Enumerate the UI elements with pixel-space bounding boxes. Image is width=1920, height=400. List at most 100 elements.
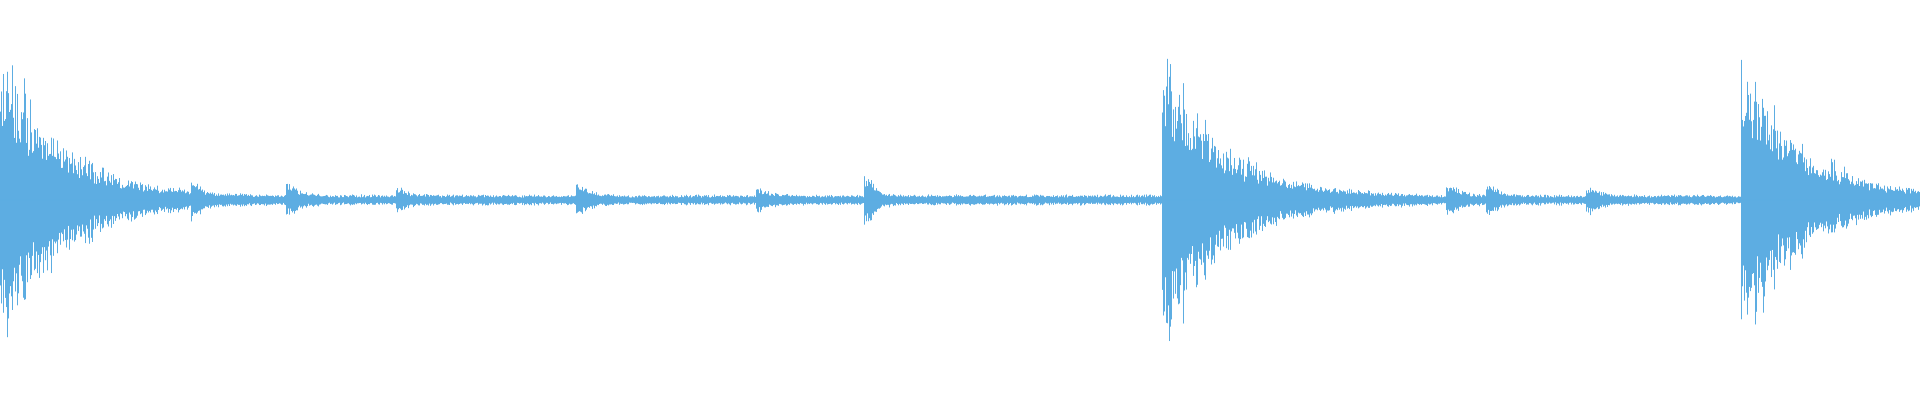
waveform-sample xyxy=(1233,168,1234,229)
waveform-sample xyxy=(1,91,2,304)
waveform-sample xyxy=(1758,104,1759,293)
waveform-sample xyxy=(293,186,294,211)
waveform-sample xyxy=(1768,140,1769,266)
waveform-sample xyxy=(57,140,58,254)
waveform-sample xyxy=(121,188,122,215)
waveform-sample xyxy=(134,184,135,220)
waveform-sample xyxy=(1216,167,1217,235)
waveform-sample xyxy=(1207,140,1208,256)
waveform-sample xyxy=(6,91,7,308)
waveform-sample xyxy=(1899,186,1900,212)
waveform-sample xyxy=(1206,134,1207,251)
waveform-sample xyxy=(153,189,154,213)
waveform-sample xyxy=(15,86,16,292)
waveform-sample xyxy=(31,132,32,276)
waveform-sample xyxy=(1199,137,1200,259)
waveform-sample xyxy=(102,167,103,229)
waveform-sample xyxy=(1866,183,1867,220)
waveform-sample xyxy=(1341,190,1342,212)
waveform-sample xyxy=(1176,128,1177,269)
waveform-sample xyxy=(1787,156,1788,238)
waveform-sample xyxy=(1887,186,1888,212)
waveform-sample xyxy=(1750,93,1751,292)
waveform-sample xyxy=(1189,149,1190,254)
waveform-sample xyxy=(87,176,88,229)
waveform-sample xyxy=(1746,112,1747,293)
waveform-sample xyxy=(52,155,53,240)
waveform-sample xyxy=(161,191,162,211)
waveform-sample xyxy=(1827,179,1828,227)
waveform-sample xyxy=(66,150,67,248)
waveform-sample xyxy=(1803,162,1804,240)
waveform-sample xyxy=(1178,106,1179,305)
waveform-sample xyxy=(68,172,69,226)
waveform-sample xyxy=(1190,138,1191,264)
waveform-sample xyxy=(1870,183,1871,216)
waveform-sample xyxy=(1893,190,1894,212)
waveform-sample xyxy=(98,178,99,224)
waveform-sample xyxy=(1790,140,1791,270)
waveform-sample xyxy=(8,93,9,319)
waveform-sample xyxy=(581,190,582,213)
waveform-sample xyxy=(110,182,111,220)
waveform-sample xyxy=(1809,166,1810,236)
waveform-sample xyxy=(1742,119,1743,287)
waveform-sample xyxy=(1343,190,1344,212)
waveform-sample xyxy=(72,152,73,241)
waveform-sample xyxy=(1307,183,1308,215)
waveform-sample xyxy=(1215,146,1216,245)
waveform-sample xyxy=(1789,150,1790,238)
waveform-sample xyxy=(1181,123,1182,258)
waveform-sample xyxy=(1848,179,1849,224)
waveform-sample xyxy=(1251,165,1252,238)
waveform-sample xyxy=(156,189,157,213)
waveform-sample xyxy=(1313,189,1314,209)
waveform-sample xyxy=(127,185,128,219)
waveform-sample xyxy=(1186,113,1187,290)
waveform-sample xyxy=(116,179,117,219)
waveform-sample xyxy=(7,71,8,338)
waveform-sample xyxy=(76,170,77,235)
waveform-sample xyxy=(1776,148,1777,260)
waveform-sample xyxy=(1261,180,1262,217)
waveform-sample xyxy=(1165,126,1166,278)
waveform-sample xyxy=(178,190,179,213)
waveform-sample xyxy=(1246,176,1247,229)
waveform-sample xyxy=(1796,162,1797,232)
waveform-sample xyxy=(1243,159,1244,238)
waveform-sample xyxy=(1855,184,1856,219)
waveform-sample xyxy=(1822,172,1823,224)
waveform-sample xyxy=(1202,158,1203,244)
waveform-sample xyxy=(1840,181,1841,222)
waveform-sample xyxy=(1832,162,1833,233)
waveform-sample xyxy=(1250,170,1251,231)
waveform-sample xyxy=(119,177,120,220)
waveform-sample xyxy=(1204,141,1205,276)
waveform-sample xyxy=(1312,188,1313,214)
waveform-sample xyxy=(1804,157,1805,248)
waveform-sample xyxy=(1788,153,1789,249)
waveform-sample xyxy=(1878,183,1879,215)
waveform-sample xyxy=(1767,111,1768,271)
waveform-sample xyxy=(1765,115,1766,282)
waveform-sample xyxy=(576,184,577,214)
waveform-sample xyxy=(290,189,291,209)
waveform-sample xyxy=(1179,94,1180,304)
waveform-sample xyxy=(81,169,82,237)
waveform-sample xyxy=(9,111,10,294)
waveform-sample xyxy=(1598,192,1599,210)
waveform-sample xyxy=(1242,168,1243,239)
waveform-sample xyxy=(1457,193,1458,209)
waveform-sample xyxy=(1368,190,1369,208)
waveform-sample xyxy=(1401,194,1402,208)
waveform-sample xyxy=(409,193,410,206)
waveform-sample xyxy=(147,190,148,211)
waveform-sample xyxy=(1254,175,1255,220)
waveform-sample xyxy=(18,130,19,294)
waveform-sample xyxy=(1819,176,1820,225)
waveform-sample xyxy=(100,172,101,232)
waveform-sample xyxy=(1172,136,1173,272)
waveform-sample xyxy=(1287,188,1288,214)
